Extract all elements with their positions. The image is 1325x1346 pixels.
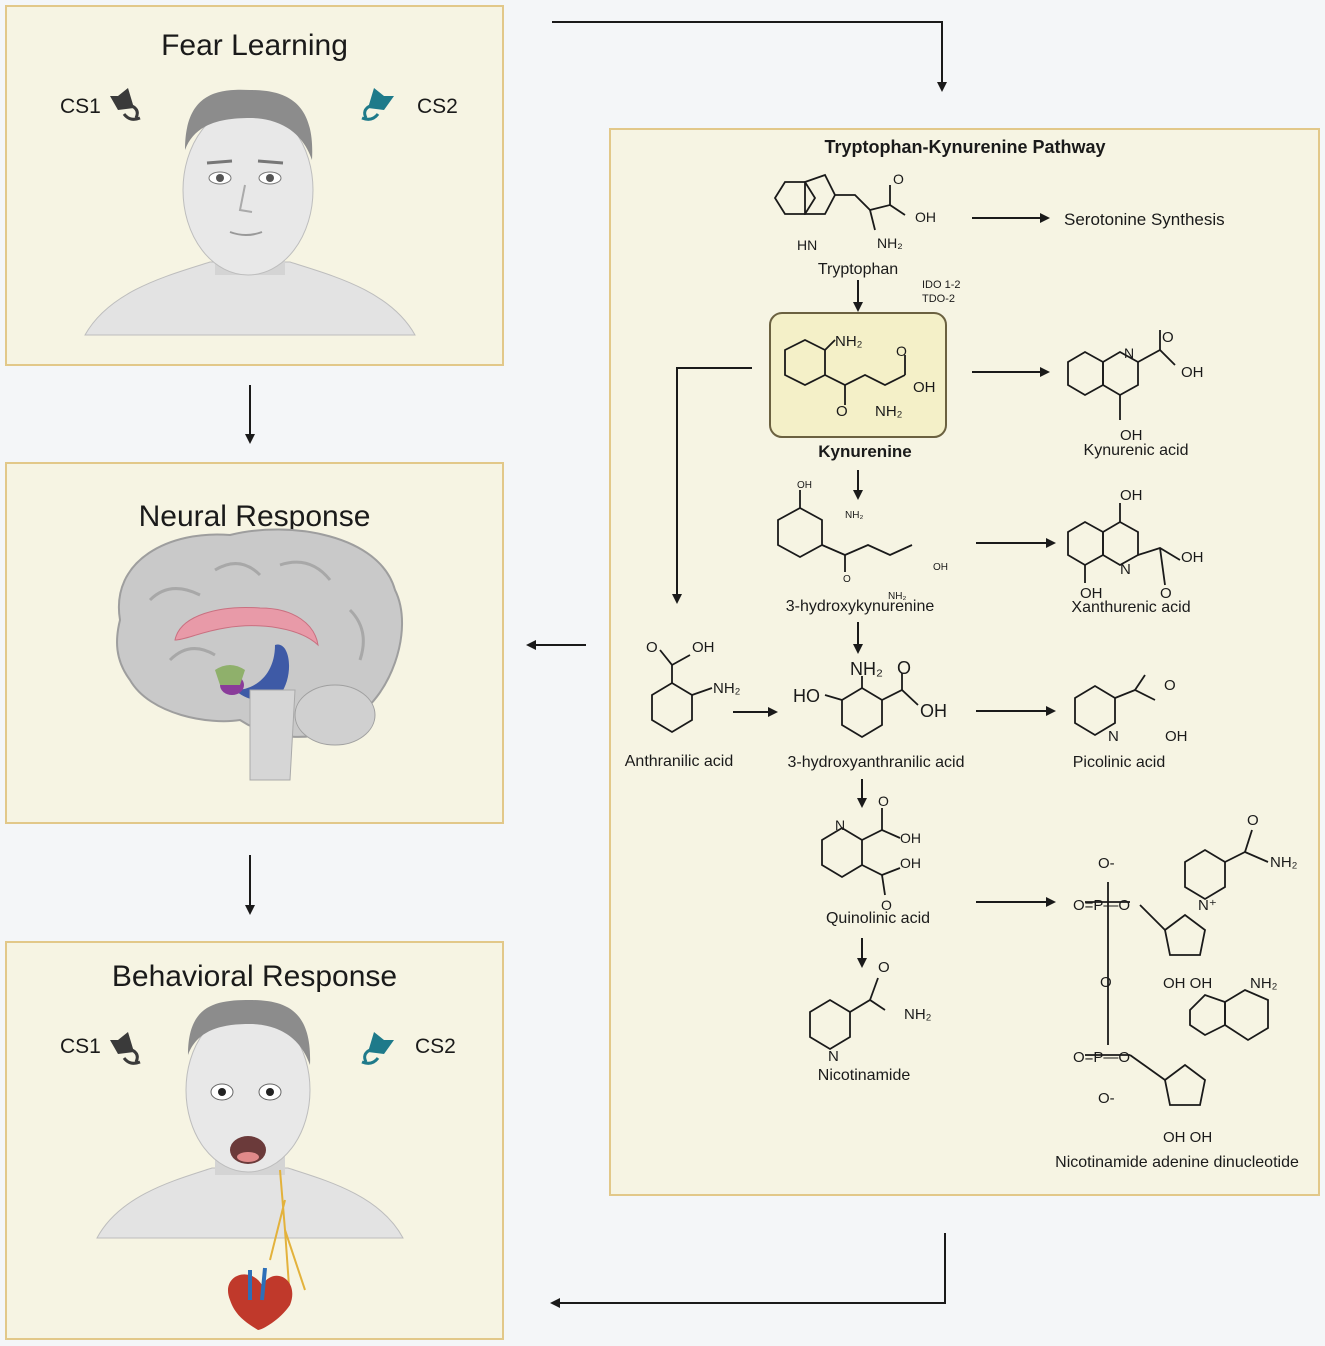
svg-text:NH₂: NH₂ — [1270, 854, 1298, 871]
pathway-title: Tryptophan-Kynurenine Pathway — [824, 137, 1106, 157]
svg-text:OH OH: OH OH — [1163, 1129, 1212, 1146]
pathway-panel — [609, 128, 1320, 1196]
neural-response-title: Neural Response — [138, 500, 371, 533]
svg-text:O-: O- — [1098, 1090, 1115, 1107]
cs2-label: CS2 — [417, 95, 458, 118]
svg-text:NH₂: NH₂ — [877, 235, 903, 251]
svg-text:OH: OH — [915, 209, 936, 225]
svg-text:NH₂: NH₂ — [850, 659, 883, 679]
svg-text:O: O — [843, 574, 851, 585]
svg-text:O: O — [893, 171, 904, 187]
svg-text:OH: OH — [913, 379, 936, 396]
svg-text:NH₂: NH₂ — [1250, 975, 1278, 992]
svg-text:OH: OH — [920, 701, 947, 721]
svg-text:NH₂: NH₂ — [845, 510, 863, 521]
svg-text:N: N — [1120, 561, 1131, 578]
svg-text:NH₂: NH₂ — [904, 1006, 932, 1023]
cs2-label: CS2 — [415, 1035, 456, 1058]
brain-illustration — [116, 528, 404, 781]
svg-text:NH₂: NH₂ — [888, 591, 906, 602]
svg-text:HO: HO — [793, 686, 820, 706]
enzyme-ido-label: IDO 1-2 — [922, 279, 961, 291]
svg-text:O: O — [878, 959, 890, 976]
flow-arrows — [245, 21, 947, 1308]
kynurenic-acid-structure: N O OH OH — [1067, 329, 1204, 444]
hydroxykynurenine-structure: OH NH₂ OH NH₂ O — [777, 480, 948, 602]
svg-text:O: O — [881, 897, 892, 913]
kynurenine-highlight-box — [769, 312, 947, 438]
svg-text:OH: OH — [900, 830, 921, 846]
svg-text:O=P—O: O=P—O — [1073, 1049, 1130, 1066]
svg-text:OH OH: OH OH — [1163, 975, 1212, 992]
nicotinamide-label: Nicotinamide — [817, 1067, 911, 1084]
anthranilic-acid-label: Anthranilic acid — [624, 753, 734, 770]
svg-text:N⁺: N⁺ — [1198, 897, 1217, 914]
pathway-arrows — [672, 213, 1056, 968]
svg-text:O-: O- — [1098, 855, 1115, 872]
kynurenine-structure: NH₂ O OH O NH₂ — [784, 333, 936, 420]
enzyme-tdo-label: TDO-2 — [922, 293, 955, 305]
svg-text:O: O — [1160, 585, 1172, 602]
face-neutral-illustration — [84, 89, 416, 336]
svg-text:N: N — [828, 1048, 839, 1065]
svg-text:O: O — [1247, 812, 1259, 829]
svg-text:O: O — [1164, 677, 1176, 694]
svg-text:O: O — [897, 658, 911, 678]
svg-text:OH: OH — [1120, 487, 1143, 504]
tryptophan-label: Tryptophan — [817, 261, 899, 278]
nicotinamide-structure: O NH₂ N — [809, 959, 932, 1065]
svg-text:OH: OH — [1080, 585, 1103, 602]
face-fearful-illustration — [96, 1000, 404, 1330]
serotonine-synthesis-label: Serotonine Synthesis — [1064, 210, 1225, 229]
svg-text:NH₂: NH₂ — [713, 680, 741, 697]
svg-text:OH: OH — [933, 562, 948, 573]
svg-text:OH: OH — [1120, 427, 1143, 444]
svg-text:O: O — [878, 793, 889, 809]
kynurenic-acid-label: Kynurenic acid — [1083, 442, 1189, 459]
cs1-label: CS1 — [60, 95, 101, 118]
svg-text:NH₂: NH₂ — [875, 403, 903, 420]
kynurenine-label: Kynurenine — [818, 442, 912, 461]
svg-text:N: N — [1108, 728, 1119, 745]
svg-text:HN: HN — [797, 237, 817, 253]
svg-text:O: O — [646, 639, 658, 656]
svg-text:OH: OH — [797, 480, 812, 491]
svg-text:OH: OH — [1181, 364, 1204, 381]
fear-learning-title: Fear Learning — [161, 29, 348, 62]
picolinic-acid-structure: O OH N — [1074, 674, 1188, 745]
svg-text:O: O — [836, 403, 848, 420]
hydroxyanthranilic-acid-structure: NH₂ HO O OH — [793, 658, 947, 739]
tryptophan-structure: O OH NH₂ HN — [773, 171, 936, 253]
nad-label: Nicotinamide adenine dinucleotide — [1055, 1154, 1299, 1171]
svg-text:O: O — [1162, 329, 1174, 346]
hydroxykynurenine-label: 3-hydroxykynurenine — [785, 598, 935, 615]
nad-structure: O- O=P—O O O=P—O O- O NH₂ N⁺ OH OH NH₂ O… — [1073, 812, 1298, 1146]
xanthurenic-acid-structure: OH N OH OH O — [1067, 487, 1204, 602]
anthranilic-acid-structure: O OH NH₂ — [646, 639, 741, 734]
svg-text:NH₂: NH₂ — [835, 333, 863, 350]
cs1-label: CS1 — [60, 1035, 101, 1058]
svg-text:OH: OH — [1181, 549, 1204, 566]
xanthurenic-acid-label: Xanthurenic acid — [1071, 599, 1191, 616]
svg-text:OH: OH — [1165, 728, 1188, 745]
cs2-speaker-icon — [361, 88, 394, 121]
quinolinic-acid-structure: O OH OH O N — [821, 793, 921, 913]
svg-text:O: O — [1100, 974, 1112, 991]
picolinic-acid-label: Picolinic acid — [1072, 754, 1166, 771]
svg-text:O=P—O: O=P—O — [1073, 897, 1130, 914]
svg-text:N: N — [835, 817, 845, 833]
svg-text:OH: OH — [900, 855, 921, 871]
hydroxyanthranilic-acid-label: 3-hydroxyanthranilic acid — [787, 754, 965, 771]
svg-text:N: N — [1124, 345, 1134, 361]
svg-text:OH: OH — [692, 639, 715, 656]
quinolinic-acid-label: Quinolinic acid — [825, 910, 931, 927]
svg-text:O: O — [896, 343, 907, 359]
cs2-speaker-icon — [361, 1032, 394, 1065]
behavioral-response-title: Behavioral Response — [111, 960, 398, 993]
cs1-speaker-icon — [110, 88, 141, 121]
cs1-speaker-icon — [110, 1032, 141, 1065]
